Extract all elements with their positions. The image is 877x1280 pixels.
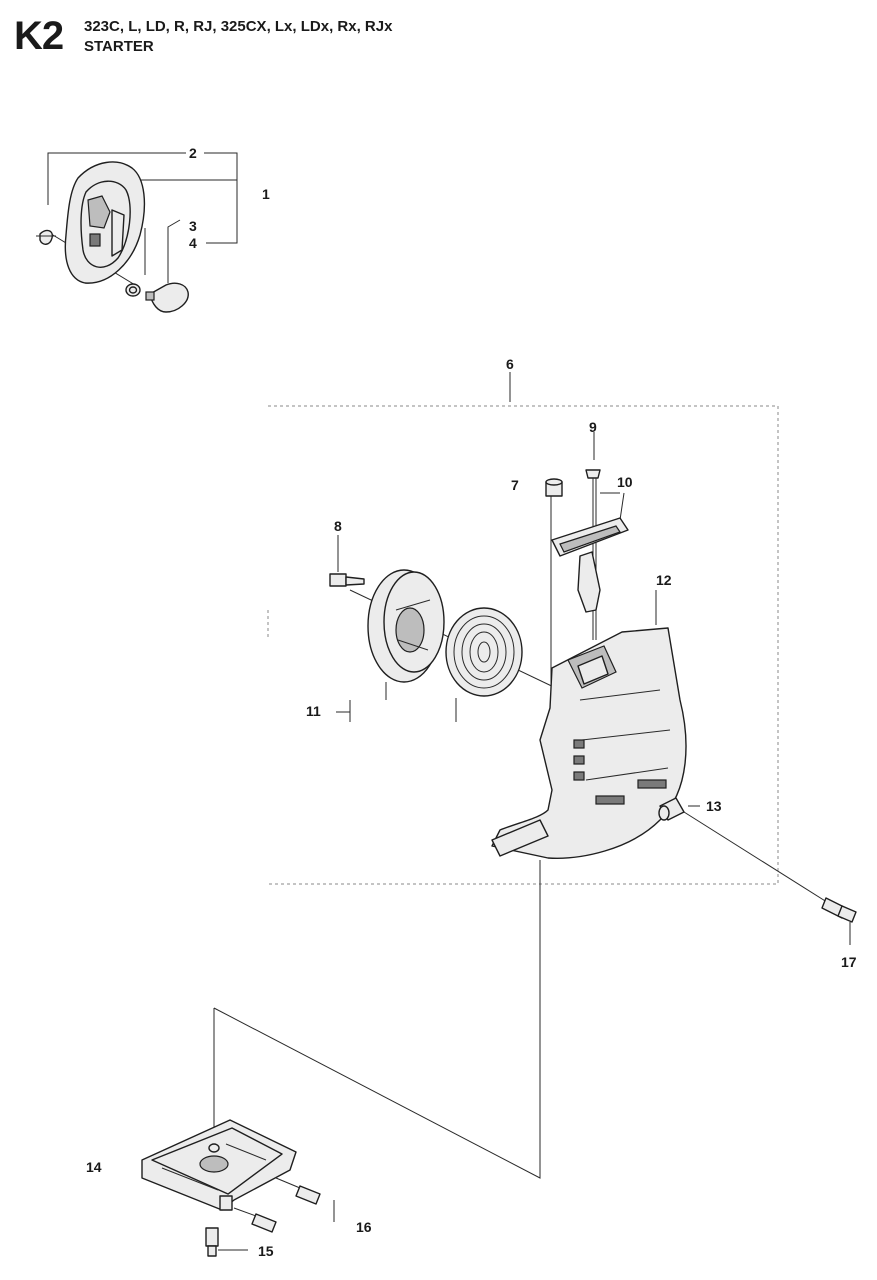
starter-pulley-group [329, 535, 561, 722]
callout-8: 8 [334, 518, 342, 534]
callout-14: 14 [86, 1159, 102, 1175]
callout-7: 7 [511, 477, 519, 493]
callout-16: 16 [356, 1219, 372, 1235]
fan-cover-assembly [36, 152, 238, 313]
callout-17: 17 [841, 954, 857, 970]
callout-3: 3 [189, 218, 197, 234]
callout-9: 9 [589, 419, 597, 435]
recoil-spring [445, 607, 523, 697]
starter-kit-outline [267, 372, 779, 885]
callout-2: 2 [189, 145, 197, 161]
callout-11: 11 [306, 703, 321, 719]
callout-1: 1 [262, 186, 270, 202]
page-header: K2 323C, L, LD, R, RJ, 325CX, Lx, LDx, R… [14, 12, 714, 62]
callout-15: 15 [258, 1243, 274, 1259]
callout-13: 13 [706, 798, 722, 814]
starter-housing-group [491, 432, 857, 945]
callout-6: 6 [506, 356, 514, 372]
section-title: STARTER [84, 38, 154, 55]
callout-4: 4 [189, 235, 197, 251]
callout-10: 10 [617, 474, 633, 490]
mounting-plate-group [141, 860, 541, 1257]
page-code: K2 [14, 14, 64, 58]
starter-housing [491, 627, 687, 859]
callout-labels: 1 2 3 4 6 7 8 9 10 11 12 13 14 15 16 17 [86, 145, 857, 1259]
model-list: 323C, L, LD, R, RJ, 325CX, Lx, LDx, Rx, … [84, 18, 393, 35]
callout-12: 12 [656, 572, 672, 588]
